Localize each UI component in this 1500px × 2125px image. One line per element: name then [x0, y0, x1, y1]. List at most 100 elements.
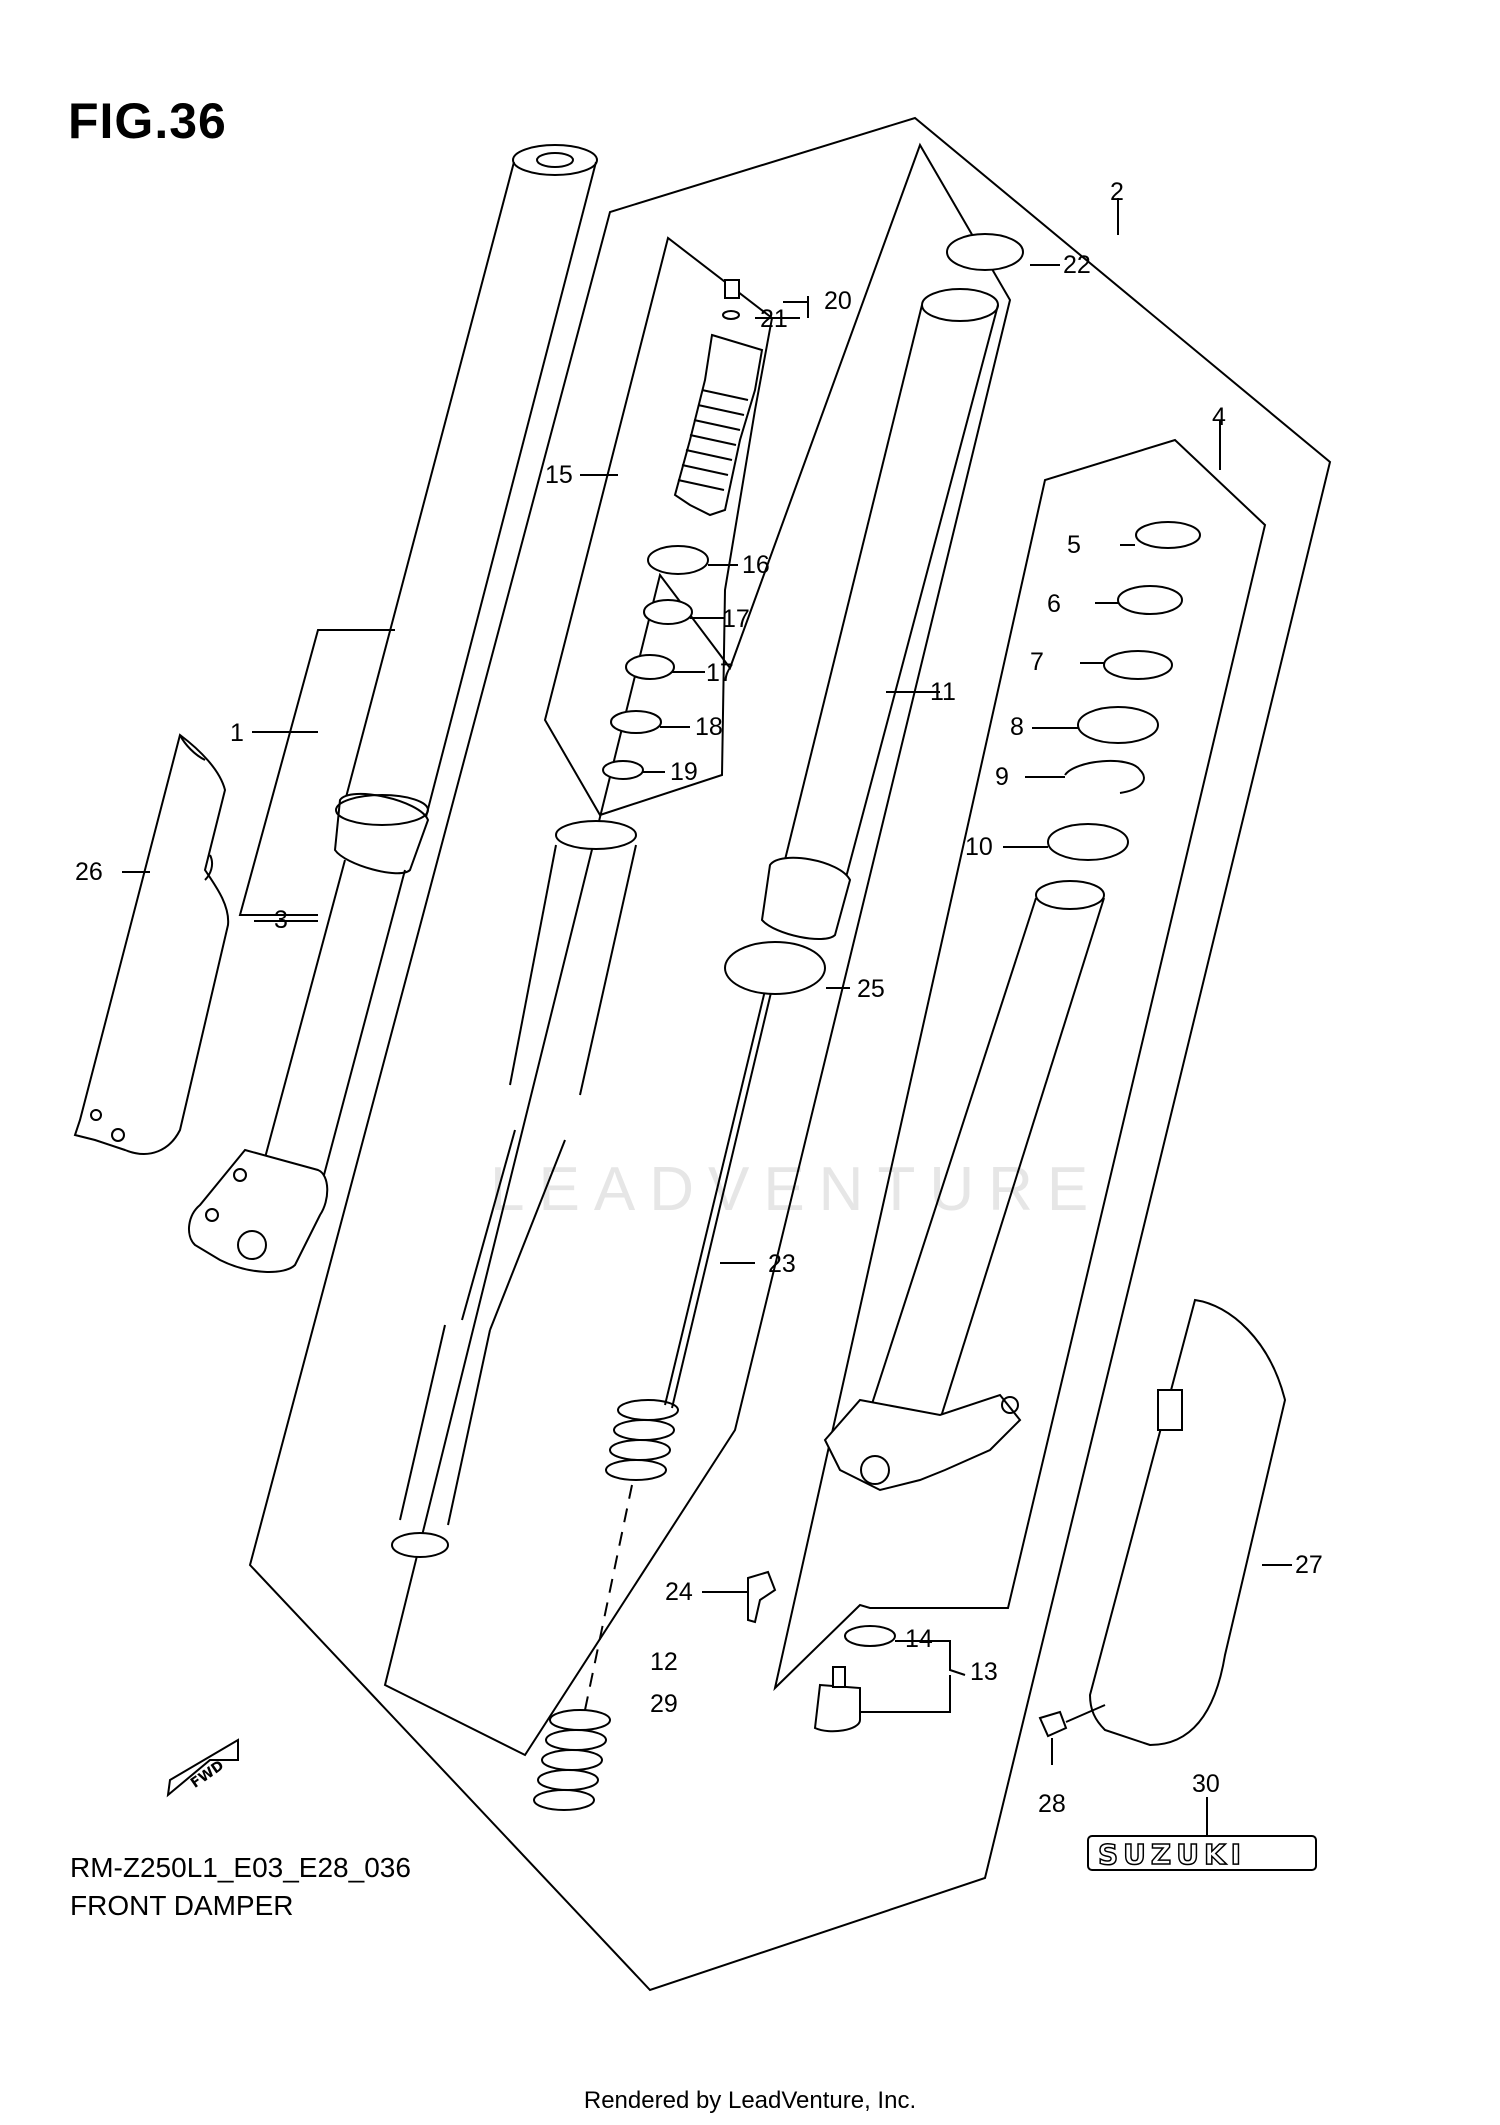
- ring-16: [647, 545, 709, 575]
- guard-bolt-hole: [90, 1109, 102, 1121]
- callout-13: 13: [970, 1658, 998, 1686]
- diagram-name: FRONT DAMPER: [70, 1890, 294, 1921]
- fork-cap-1-inner: [536, 152, 574, 168]
- watermark: LEADVENTURE: [490, 1155, 1102, 1224]
- damper-rod-top: [555, 820, 637, 850]
- inner-tube-11: [779, 304, 923, 881]
- outer-tube-1: [339, 161, 515, 821]
- callout-20: 20: [824, 287, 852, 315]
- damper-rod-base: [391, 1532, 449, 1558]
- plug-13-stem: [832, 1666, 846, 1688]
- outer-tube-1: [419, 161, 597, 841]
- damper-rod-lower: [461, 1129, 516, 1321]
- damper-rod: [509, 844, 557, 1086]
- screw-20: [724, 279, 740, 299]
- leader-lines: [122, 198, 1292, 1836]
- callout-8: 8: [1010, 713, 1024, 741]
- axle-bracket-1: [188, 1148, 329, 1273]
- axle-hole: [860, 1455, 890, 1485]
- bracket-1-3: [238, 629, 395, 916]
- callout-24: 24: [665, 1578, 693, 1606]
- callout-12: 12: [650, 1648, 678, 1676]
- callout-19: 19: [670, 758, 698, 786]
- callout-18: 18: [695, 713, 723, 741]
- o-ring-25: [724, 941, 826, 995]
- callout-11: 11: [930, 678, 956, 706]
- bushing-17b: [625, 654, 675, 680]
- footer-credit: Rendered by LeadVenture, Inc.: [583, 2087, 917, 2114]
- callout-25: 25: [857, 975, 885, 1003]
- fork-guard-26: [73, 733, 230, 1155]
- bushing-17a: [643, 599, 693, 625]
- plug-13: [813, 1683, 861, 1733]
- ring-14: [844, 1625, 896, 1647]
- inner-tube-11: [839, 304, 999, 901]
- callout-5: 5: [1067, 531, 1081, 559]
- lower-leg-top: [1035, 880, 1105, 910]
- inner-tube-11-top: [921, 288, 999, 322]
- callout-10: 10: [965, 833, 993, 861]
- spring-12-29: [533, 1399, 679, 1811]
- callout-7: 7: [1030, 648, 1044, 676]
- spring-guide-dashed: [584, 1484, 633, 1711]
- callout-4: 4: [1212, 403, 1226, 431]
- fork-guard-27: [1088, 1298, 1287, 1747]
- lower-leg-bracket: [823, 1393, 1022, 1492]
- fwd-arrow: [166, 1738, 239, 1798]
- guard-27-slot: [1157, 1389, 1183, 1431]
- ring-18: [610, 710, 662, 734]
- callout-23: 23: [768, 1250, 796, 1278]
- callout-17a: 17: [722, 605, 750, 633]
- ring-19: [602, 760, 644, 780]
- inner-tube-11-bushing: [760, 856, 852, 941]
- assembly-frame-2: [248, 116, 1332, 1992]
- outer-tube-1-lower: [319, 869, 406, 1191]
- model-code: RM-Z250L1_E03_E28_036: [70, 1852, 411, 1883]
- lower-leg: [939, 897, 1105, 1421]
- o-ring-22: [946, 233, 1024, 271]
- callout-22: 22: [1063, 251, 1091, 279]
- rod-23: [671, 979, 775, 1409]
- callout-26: 26: [75, 858, 103, 886]
- clip-9: [1064, 759, 1145, 794]
- bushing-5: [1135, 521, 1201, 549]
- damper-rod-lower: [447, 1329, 491, 1526]
- ring-7: [1103, 650, 1173, 680]
- suzuki-badge-30: [1087, 1835, 1317, 1871]
- bolt-28: [1038, 1710, 1068, 1738]
- callout-15: 15: [545, 461, 573, 489]
- ring-21: [722, 310, 740, 320]
- damper-rod-lower: [399, 1324, 446, 1521]
- bushing-6: [1117, 585, 1183, 615]
- axle-hole: [233, 1168, 247, 1182]
- callout-1: 1: [230, 719, 244, 747]
- fork-guard-26-detail: [179, 734, 214, 881]
- callout-14: 14: [905, 1625, 933, 1653]
- suzuki-badge-text: SUZUKI: [1098, 1838, 1246, 1871]
- bolt-28-shank: [1065, 1704, 1106, 1723]
- callout-28: 28: [1038, 1790, 1066, 1818]
- frame-15: [543, 236, 774, 817]
- bolt-24: [747, 1570, 777, 1624]
- cartridge-15-coils: [677, 389, 749, 491]
- lower-leg: [869, 897, 1037, 1411]
- figure-title: FIG.36: [68, 93, 227, 149]
- damper-rod-lower: [489, 1139, 566, 1331]
- frame-4: [773, 438, 1267, 1692]
- axle-hole: [237, 1230, 267, 1260]
- bushing-3-ring: [335, 794, 429, 826]
- fork-cap-1: [512, 144, 598, 176]
- callout-30: 30: [1192, 1770, 1220, 1798]
- callout-17b: 17: [706, 659, 734, 687]
- callout-6: 6: [1047, 590, 1061, 618]
- callout-29: 29: [650, 1690, 678, 1718]
- outer-tube-1-lower: [254, 859, 346, 1196]
- seal-8: [1077, 706, 1159, 744]
- callout-2: 2: [1110, 178, 1124, 206]
- seal-10: [1047, 823, 1129, 861]
- axle-hole: [1001, 1396, 1019, 1414]
- callout-27: 27: [1295, 1551, 1323, 1579]
- damper-rod: [579, 844, 637, 1096]
- callout-3: 3: [274, 906, 288, 934]
